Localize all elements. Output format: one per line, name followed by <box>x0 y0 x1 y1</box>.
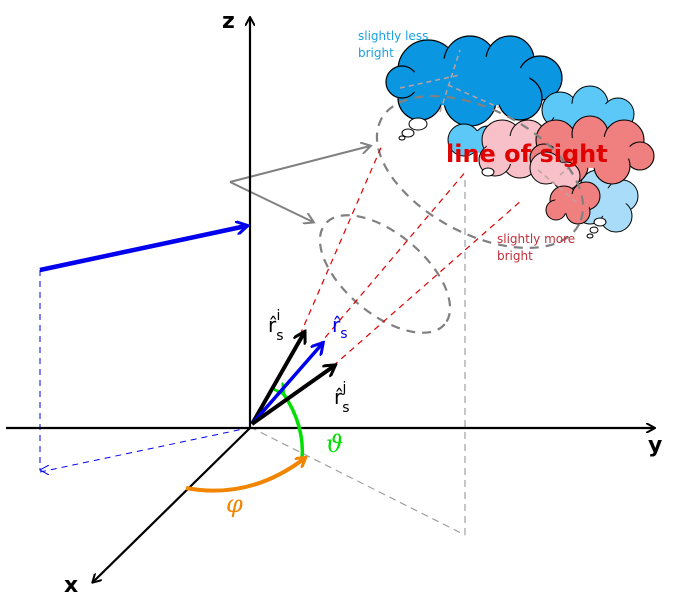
cloud-group-more-bright <box>478 115 655 239</box>
y-axis-label: y <box>648 433 662 458</box>
vector-rs-hat <box>250 344 322 426</box>
scattering-volume-near <box>318 214 452 334</box>
label-rs-j: r̂sj <box>334 380 350 416</box>
x-axis <box>93 427 251 582</box>
vector-rs-j <box>250 366 334 426</box>
phi-label: φ <box>226 490 243 518</box>
main-vector-projection <box>40 270 249 472</box>
cloud-inner-dashes <box>399 49 591 206</box>
less-bright-label-line1: slightly less <box>358 29 428 43</box>
cloud-red-small <box>545 181 601 225</box>
projection-lines <box>249 175 466 536</box>
main-blue-vector <box>39 226 246 273</box>
cloud-dark-blue <box>385 35 563 127</box>
cloud-pale-red-mid <box>529 151 581 191</box>
phi-arc <box>185 458 305 493</box>
label-rs-i: r̂si <box>268 308 284 344</box>
label-rs-hat: r̂s <box>332 313 348 342</box>
z-axis-label: z <box>222 9 235 34</box>
theta-arc <box>283 393 305 461</box>
line-of-sight-rays <box>299 142 523 367</box>
pointer-arrows <box>229 146 370 222</box>
scattering-volume-far <box>375 94 585 250</box>
cloud-small-puffs <box>481 167 607 239</box>
more-bright-label-line1: slightly more <box>497 232 575 246</box>
theta-label: ϑ <box>326 430 343 458</box>
vector-rs-i <box>250 333 304 425</box>
x-axis-label: x <box>64 573 78 598</box>
cloud-dark-blue-puffs <box>398 117 428 141</box>
line-of-sight-label: line of sight <box>446 140 608 168</box>
less-bright-label-line2: bright <box>358 46 394 60</box>
more-bright-label-line2: bright <box>497 249 533 263</box>
